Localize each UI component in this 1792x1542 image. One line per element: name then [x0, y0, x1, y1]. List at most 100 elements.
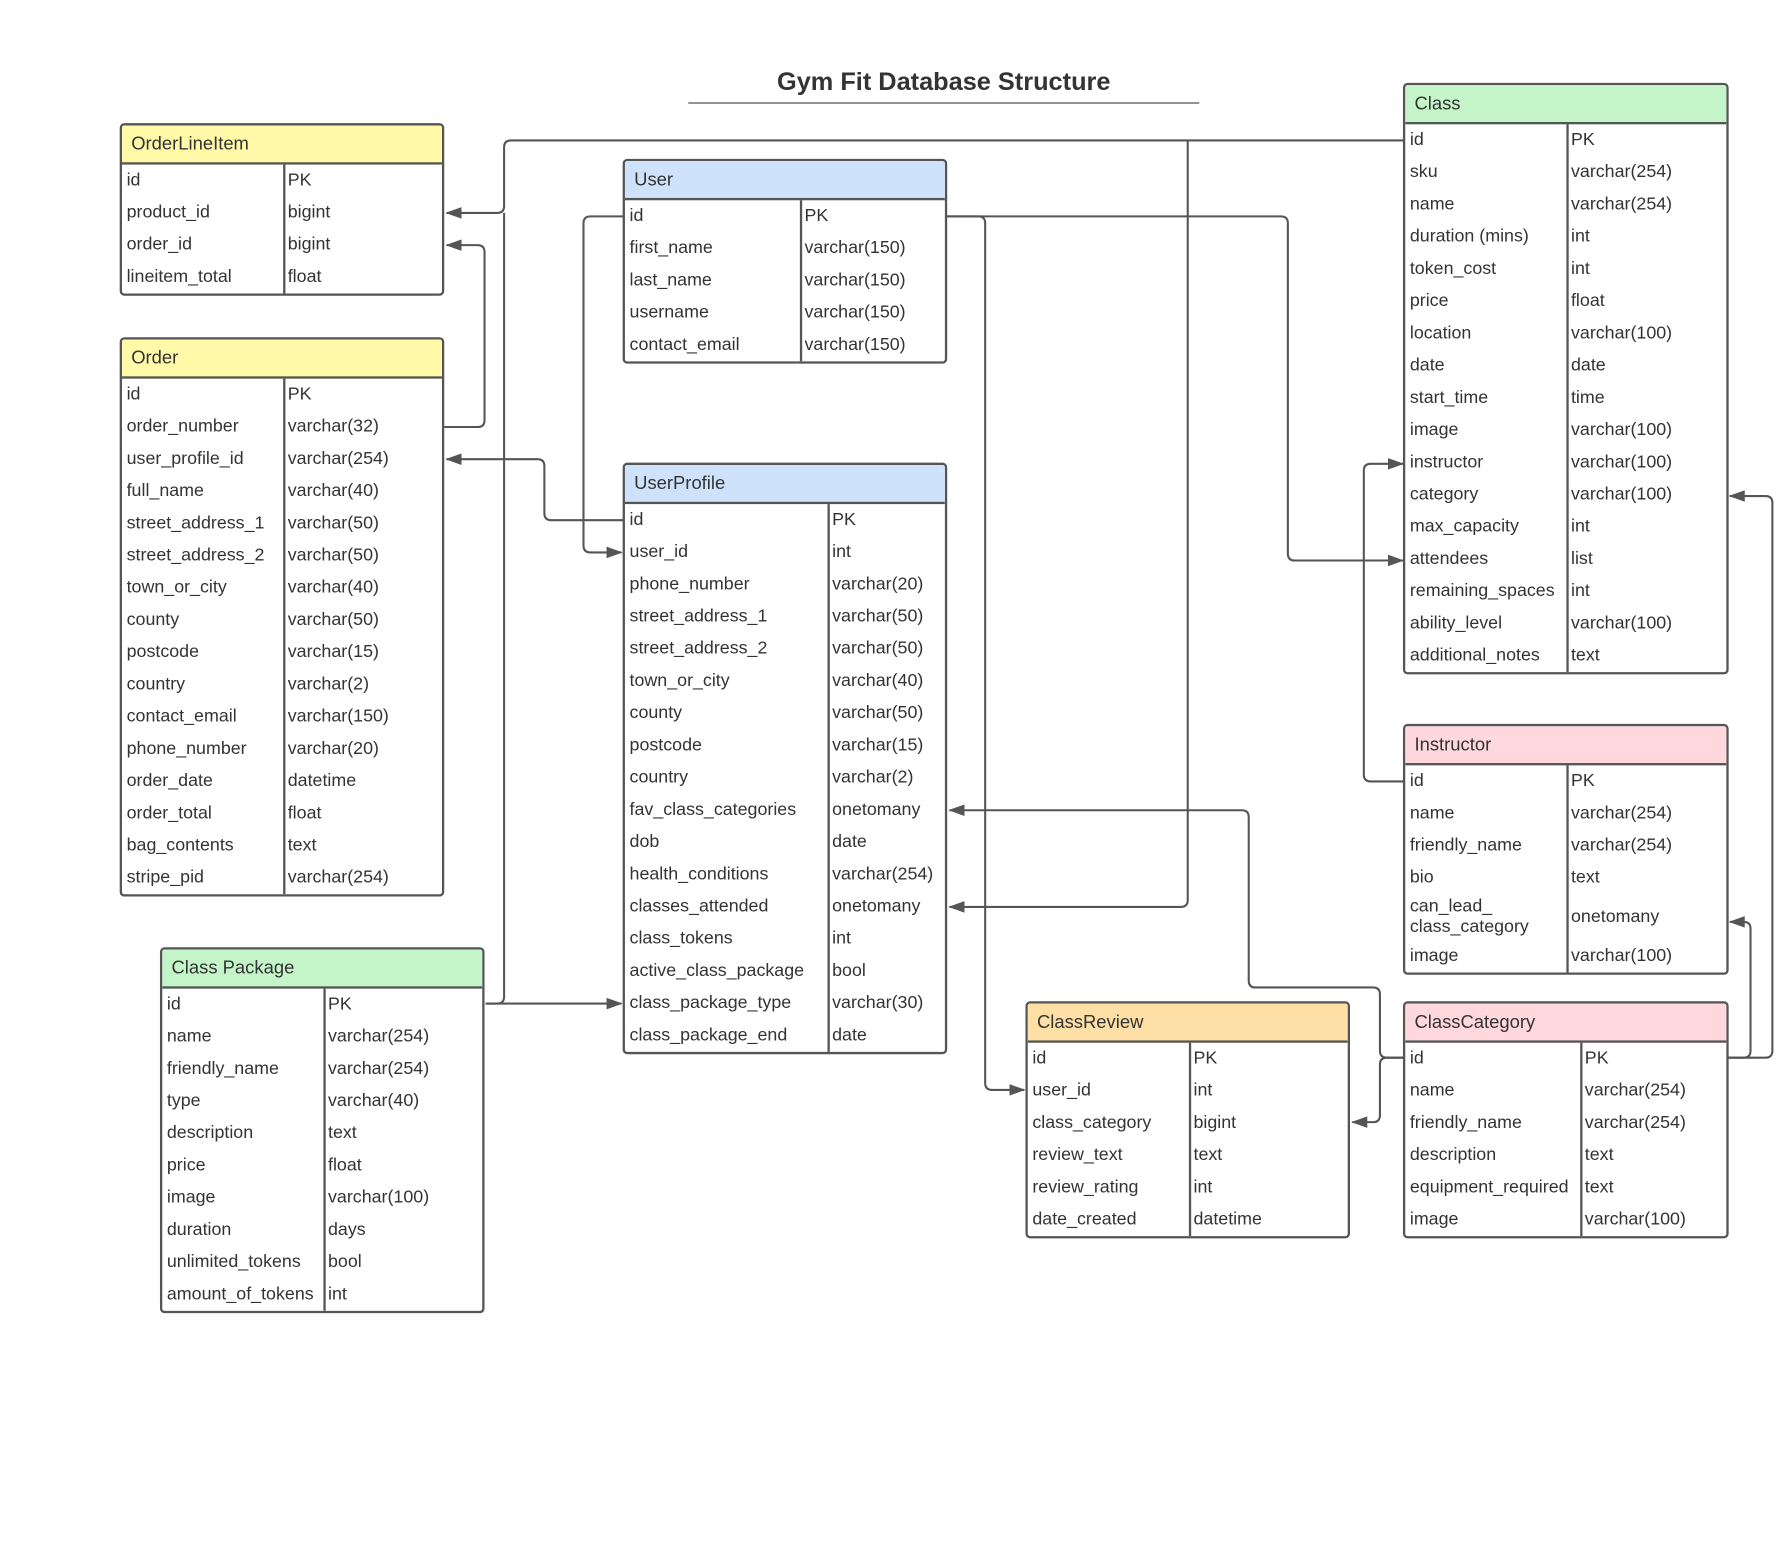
table-header: UserProfile	[624, 464, 945, 505]
field-name: id	[166, 994, 181, 1014]
table-header: User	[624, 161, 945, 201]
field-name: user_id	[1032, 1080, 1091, 1101]
field-type: onetomany	[832, 799, 921, 820]
field-type: varchar(100)	[1570, 323, 1673, 343]
field-type: date	[1570, 355, 1606, 376]
field-type: float	[1570, 291, 1605, 311]
field-name: order_id	[126, 234, 193, 255]
field-name: sku	[1409, 162, 1438, 182]
field-type: varchar(32)	[287, 416, 379, 437]
table-header: ClassCategory	[1405, 1003, 1727, 1043]
field-name: id	[629, 509, 644, 530]
field-name: id	[1032, 1048, 1047, 1069]
field-type: float	[287, 267, 322, 287]
field-type: PK	[328, 994, 352, 1014]
field-name: classes_attended	[629, 896, 769, 917]
field-type: varchar(40)	[287, 481, 379, 501]
field-type: bool	[832, 961, 866, 981]
field-type: varchar(254)	[1570, 835, 1673, 856]
field-type: text	[287, 835, 317, 856]
field-type: list	[1570, 548, 1593, 569]
field-name: image	[1409, 420, 1459, 440]
field-type: varchar(20)	[832, 574, 924, 594]
field-type: varchar(150)	[287, 706, 389, 727]
field-type: text	[1584, 1145, 1614, 1165]
field-name: equipment_required	[1409, 1177, 1569, 1197]
field-name: town_or_city	[126, 577, 227, 598]
field-name: attendees	[1409, 548, 1489, 569]
field-type: varchar(15)	[287, 642, 379, 662]
field-name: id	[629, 206, 644, 226]
field-name: active_class_package	[629, 961, 805, 981]
field-name: unlimited_tokens	[166, 1252, 301, 1272]
field-name: name	[1409, 803, 1455, 823]
field-row: active_class_package bool	[625, 955, 945, 987]
field-name: start_time	[1409, 387, 1489, 408]
field-name: can_lead_class_category	[1409, 896, 1529, 937]
field-row: id PK	[162, 989, 482, 1021]
field-type: varchar(100)	[1584, 1209, 1686, 1230]
field-name: ability_level	[1409, 613, 1503, 633]
field-type: PK	[804, 206, 829, 226]
field-name: amount_of_tokens	[166, 1284, 314, 1304]
field-name: name	[1409, 194, 1455, 215]
field-type: int	[832, 928, 851, 949]
field-type: int	[1570, 516, 1590, 537]
field-row: duration (mins)int	[1405, 221, 1726, 253]
field-type: varchar(254)	[832, 864, 934, 884]
field-name: dob	[629, 832, 660, 852]
field-type: varchar(40)	[287, 577, 379, 598]
connector-classcategory-to-class	[1727, 490, 1774, 1059]
field-type: varchar(30)	[832, 993, 924, 1013]
diagram-title: Gym Fit Database Structure	[777, 66, 1111, 96]
field-name: image	[1409, 946, 1459, 966]
field-name: user_profile_id	[126, 448, 244, 469]
field-type: bigint	[287, 202, 331, 223]
field-name: first_name	[629, 238, 713, 258]
field-type: varchar(100)	[1570, 452, 1673, 472]
connector-classcategory-to-instructor	[1727, 916, 1752, 1059]
field-type: varchar(50)	[287, 545, 379, 566]
field-type: bool	[328, 1252, 362, 1272]
field-type: PK	[287, 170, 312, 190]
